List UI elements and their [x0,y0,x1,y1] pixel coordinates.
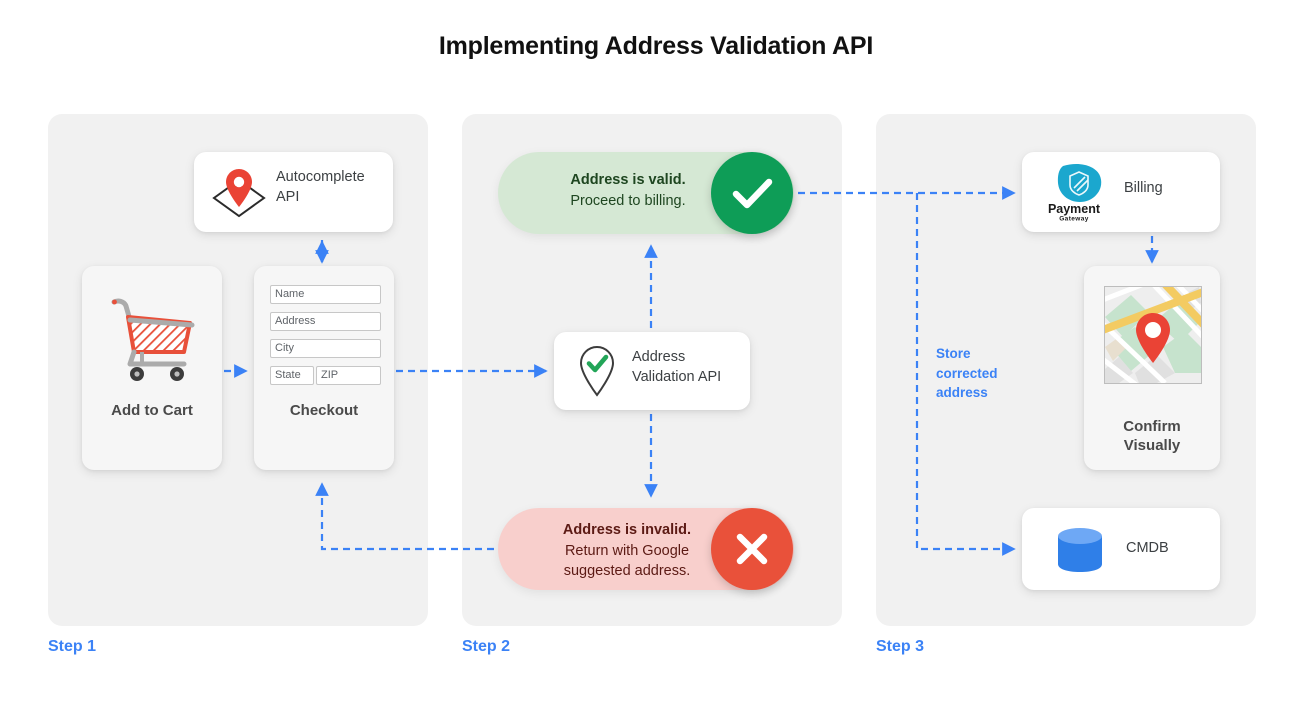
state-field[interactable]: State [270,366,314,385]
billing-card[interactable]: Payment Gateway Billing [1022,152,1220,232]
checkout-label: Checkout [289,402,359,419]
validation-line-1: Address [632,349,686,365]
address-invalid-headline: Address is invalid. [562,522,692,538]
address-invalid-line-2: Return with Google [564,542,690,559]
check-icon [732,178,773,209]
step-1-label: Step 1 [48,638,97,655]
validation-line-2: Validation API [632,368,722,385]
payment-gateway-icon: Payment Gateway [1048,164,1102,223]
add-to-cart-card[interactable]: Add to Cart [82,266,222,470]
autocomplete-api-label: Autocomplete API [276,169,365,205]
address-field[interactable]: Address [270,312,381,331]
confirm-visually-card[interactable]: Confirm Visually [1084,266,1220,470]
autocomplete-api-card[interactable]: Autocomplete API [194,152,393,232]
payment-gateway-subword: Gateway [1059,216,1089,223]
map-thumbnail-icon [1104,286,1202,384]
pin-check-icon [579,345,615,397]
shopping-cart-icon [111,298,195,381]
payment-gateway-wordmark: Payment [1048,202,1101,216]
database-icon [1058,528,1102,572]
address-validation-api-label: Address Validation API [632,348,742,387]
address-invalid-text: Address is invalid. Return with Google s… [524,520,730,582]
valid-status-circle [711,152,793,234]
step-2-label: Step 2 [462,638,511,655]
city-field[interactable]: City [270,339,381,358]
billing-label: Billing [1124,180,1163,196]
cmdb-card[interactable]: CMDB [1022,508,1220,590]
invalid-status-circle [711,508,793,590]
address-valid-pill: Address is valid. Proceed to billing. [498,152,794,234]
address-invalid-line-3: suggested address. [563,563,691,580]
confirm-visually-label: Confirm Visually [1084,418,1220,456]
checkout-card[interactable]: Name Address City State ZIP Checkout [254,266,394,470]
cmdb-label: CMDB [1126,540,1169,556]
name-field[interactable]: Name [270,285,381,304]
close-icon [736,533,768,565]
store-corrected-address-label: Store corrected address [936,346,998,401]
address-valid-text: Address is valid. Proceed to billing. [528,170,728,211]
map-pin-diamond-icon [212,169,266,218]
zip-field[interactable]: ZIP [316,366,381,385]
address-invalid-pill: Address is invalid. Return with Google s… [498,508,794,590]
page-title: Implementing Address Validation API [438,32,874,60]
address-valid-subline: Proceed to billing. [570,192,686,209]
address-validation-api-card[interactable]: Address Validation API [554,332,750,410]
add-to-cart-label: Add to Cart [111,402,193,419]
confirm-line-2: Visually [1123,436,1181,454]
address-valid-headline: Address is valid. [570,172,686,188]
confirm-line-1: Confirm [1123,418,1181,435]
step-3-label: Step 3 [876,638,925,655]
